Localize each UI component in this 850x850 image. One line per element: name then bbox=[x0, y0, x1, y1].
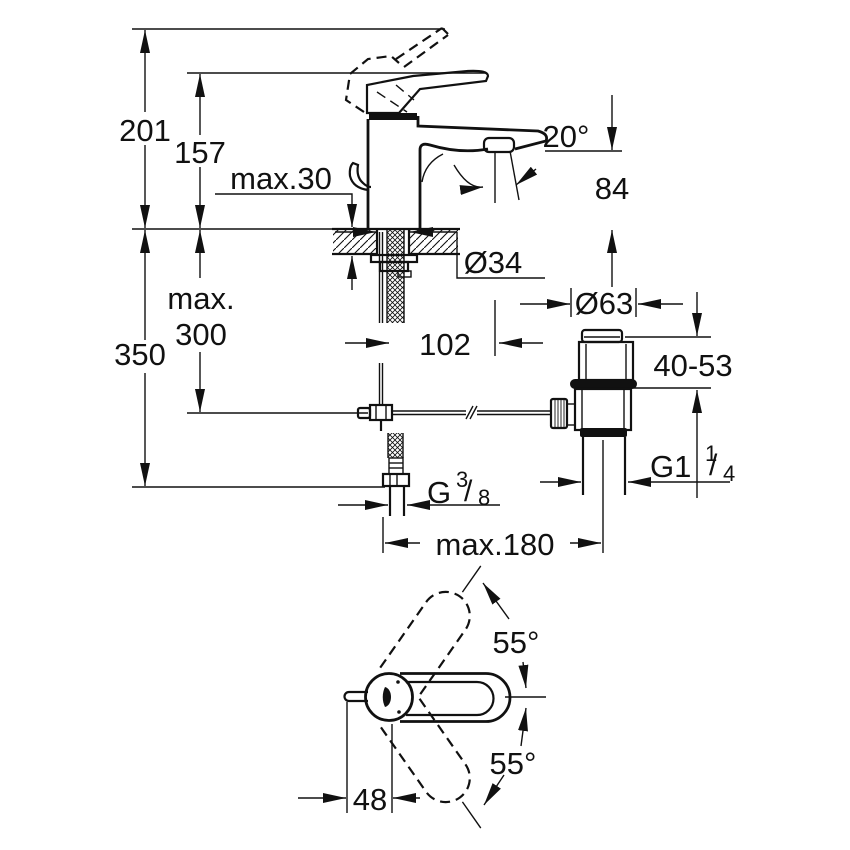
dim-g38-sup: 3 bbox=[456, 467, 468, 492]
dim-g1-1-4: G1 1 / 4 bbox=[540, 441, 735, 487]
dim-max180: max.180 bbox=[382, 517, 601, 562]
dim-g38-base: G bbox=[427, 475, 451, 510]
dim-48-label: 48 bbox=[353, 782, 387, 817]
dim-201-label: 201 bbox=[119, 113, 171, 148]
dim-102-label: 102 bbox=[419, 327, 471, 362]
handle-seam bbox=[369, 113, 417, 120]
dim-g114-sub: 4 bbox=[723, 461, 735, 486]
handle-swivel-up-dashed bbox=[379, 565, 482, 696]
dim-dia63-label: Ø63 bbox=[575, 286, 634, 321]
dim-55-lower: 55° bbox=[483, 707, 537, 806]
handle-swivel-down-dashed bbox=[379, 698, 482, 829]
waste-flange bbox=[570, 379, 637, 389]
dim-g38-sub: 8 bbox=[478, 485, 490, 510]
flexible-hose-lower bbox=[381, 433, 411, 516]
dim-350: 350 bbox=[114, 230, 166, 486]
handle-lever-solid bbox=[365, 69, 490, 115]
handle-mark bbox=[382, 687, 391, 707]
spout-top bbox=[416, 116, 549, 151]
pop-up-waste-valve bbox=[549, 328, 637, 553]
dim-84-label: 84 bbox=[595, 171, 629, 206]
dim-max300-word: max. bbox=[167, 281, 234, 316]
dim-g38-slash: / bbox=[464, 475, 473, 508]
handle-pin bbox=[343, 690, 368, 703]
dim-max300-value: 300 bbox=[175, 317, 227, 352]
dim-84: 84 bbox=[595, 95, 629, 287]
hose-nut bbox=[381, 472, 411, 488]
handle-top-view: 55° 55° 48 bbox=[298, 565, 546, 829]
faucet-side-view bbox=[344, 27, 549, 228]
dim-max180-label: max.180 bbox=[436, 527, 555, 562]
dim-max30: max.30 bbox=[215, 161, 357, 290]
rod-adjust-knob bbox=[549, 397, 569, 430]
reference-lines bbox=[132, 28, 485, 488]
dim-g114-sup: 1 bbox=[705, 441, 717, 466]
aerator bbox=[482, 136, 516, 154]
dim-157: 157 bbox=[174, 74, 226, 228]
dim-g114-slash: / bbox=[709, 449, 718, 482]
pop-up-rod-knob bbox=[348, 161, 372, 192]
flexible-hose-upper bbox=[386, 229, 405, 323]
dim-20deg-label: 20° bbox=[543, 119, 590, 154]
dim-55-upper: 55° bbox=[482, 582, 540, 689]
spout-underside bbox=[418, 142, 489, 228]
handle-lever-top-inner bbox=[406, 680, 495, 717]
dim-55-upper-label: 55° bbox=[493, 625, 540, 660]
dim-max300: max. 300 bbox=[167, 230, 235, 412]
dim-157-label: 157 bbox=[174, 135, 226, 170]
handle-knob bbox=[364, 672, 414, 722]
dim-55-lower-label: 55° bbox=[490, 746, 537, 781]
handle-lever-raised-dashed bbox=[344, 27, 449, 113]
dim-dia34: Ø34 bbox=[335, 227, 545, 280]
dim-201: 201 bbox=[119, 30, 171, 228]
flow-direction-arrow bbox=[453, 164, 484, 195]
dim-max30-label: max.30 bbox=[230, 161, 332, 196]
dim-40-53-label: 40-53 bbox=[653, 348, 732, 383]
dim-20deg: 20° bbox=[543, 119, 622, 154]
dim-48: 48 bbox=[298, 702, 420, 817]
dim-102: 102 bbox=[345, 300, 543, 362]
rod-clevis bbox=[368, 403, 394, 422]
waste-cap bbox=[580, 328, 624, 344]
dim-350-label: 350 bbox=[114, 337, 166, 372]
dim-g114-base: G1 bbox=[650, 449, 691, 484]
pop-up-rod bbox=[356, 232, 552, 431]
dim-dia63: Ø63 bbox=[520, 286, 683, 321]
dim-40-53: 40-53 bbox=[625, 292, 733, 498]
dim-dia34-label: Ø34 bbox=[464, 245, 523, 280]
dim-g3-8: G 3 / 8 bbox=[338, 467, 500, 510]
